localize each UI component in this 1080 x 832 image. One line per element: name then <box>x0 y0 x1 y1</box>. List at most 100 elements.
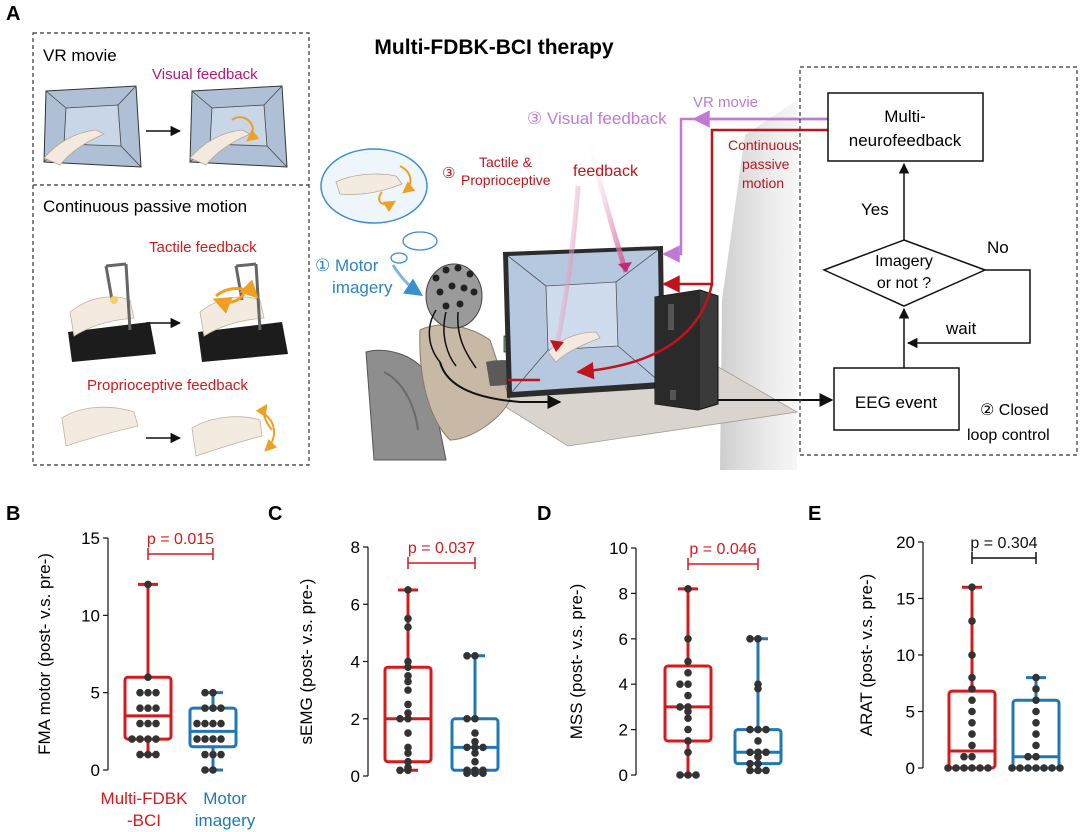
group-label-blue-line2: imagery <box>195 811 256 830</box>
data-point <box>404 729 412 737</box>
therapy-scene <box>320 100 834 470</box>
vr-screen-after <box>189 85 288 168</box>
data-point <box>209 735 217 743</box>
scene-motor-line2: imagery <box>332 278 393 297</box>
data-point <box>128 735 136 743</box>
data-point <box>404 763 412 772</box>
group-label-blue-line1: Motor <box>203 789 247 808</box>
data-point <box>404 714 412 723</box>
y-tick-label: 5 <box>906 703 915 722</box>
imagery-decision-diamond <box>822 239 987 307</box>
y-tick-label: 2 <box>619 721 628 740</box>
y-axis-label: ARAT (post- v.s. pre-) <box>857 574 876 736</box>
data-point <box>684 657 692 666</box>
data-point <box>209 766 217 774</box>
data-point <box>136 750 144 759</box>
data-point <box>1032 730 1040 738</box>
multi-neurofeedback-box <box>827 92 984 162</box>
data-point <box>217 750 225 759</box>
data-point <box>684 703 692 711</box>
data-point <box>404 657 412 666</box>
data-point <box>762 748 770 757</box>
box-series-multi-fdbk-bci <box>663 585 713 779</box>
data-point <box>201 688 209 697</box>
box-series-multi-fdbk-bci <box>123 580 173 759</box>
data-point <box>404 757 412 766</box>
data-point <box>136 688 144 697</box>
data-point <box>152 688 160 697</box>
box-series-multi-fdbk-bci <box>383 586 433 775</box>
data-point <box>754 635 762 643</box>
y-tick-label: 2 <box>351 710 360 729</box>
diamond-line1: Imagery <box>875 253 933 270</box>
data-point <box>404 709 412 717</box>
data-point <box>463 743 471 752</box>
data-point <box>1032 707 1040 716</box>
data-point <box>471 714 479 723</box>
data-point <box>209 688 217 697</box>
data-point <box>136 735 144 743</box>
visual-feedback-label: Visual feedback <box>152 66 258 83</box>
data-point <box>1032 685 1040 693</box>
panel-label-b: B <box>6 503 20 525</box>
y-tick-label: 0 <box>906 759 915 778</box>
data-point <box>471 651 479 660</box>
data-point <box>144 704 152 712</box>
data-point <box>144 580 152 589</box>
data-point <box>396 714 404 723</box>
data-point <box>471 749 479 757</box>
data-point <box>754 766 762 775</box>
data-point <box>1032 673 1040 682</box>
data-point <box>746 748 754 757</box>
data-point <box>209 719 217 728</box>
closed-loop-line2: loop control <box>967 427 1050 444</box>
data-point <box>1040 764 1048 772</box>
group-label-red-line2: -BCI <box>127 811 161 830</box>
data-point <box>960 752 968 761</box>
data-point <box>144 673 152 681</box>
data-point <box>684 635 692 643</box>
y-tick-label: 0 <box>619 766 628 785</box>
scene-cpm-line2: passive <box>742 156 790 172</box>
arm-after <box>191 404 278 457</box>
data-point <box>217 735 225 743</box>
data-point <box>471 729 479 737</box>
data-point <box>746 635 754 643</box>
data-point <box>960 764 968 772</box>
y-tick-label: 10 <box>609 539 628 558</box>
data-point <box>144 719 152 728</box>
diamond-line2: or not ? <box>877 275 931 292</box>
y-tick-label: 4 <box>619 675 628 694</box>
arm-before <box>61 406 139 447</box>
data-point <box>762 725 770 734</box>
proprio-feedback-label: Proprioceptive feedback <box>87 377 248 394</box>
data-point <box>152 704 160 712</box>
y-tick-label: 5 <box>91 684 100 703</box>
scene-vr-movie: VR movie <box>693 94 758 111</box>
data-point <box>984 764 992 772</box>
y-axis-label: FMA motor (post- v.s. pre-) <box>35 553 54 755</box>
y-axis-label: MSS (post- v.s. pre-) <box>567 584 586 740</box>
data-point <box>136 704 144 712</box>
scene-motor-line1: ① Motor <box>315 256 379 275</box>
cpm-device-after <box>198 262 288 362</box>
data-point <box>396 766 404 775</box>
data-point <box>684 771 692 779</box>
y-tick-label: 0 <box>351 767 360 786</box>
data-point <box>152 719 160 728</box>
box-series-motor-imagery <box>188 688 238 774</box>
data-point <box>968 583 976 591</box>
data-point <box>144 750 152 759</box>
data-point <box>201 735 209 743</box>
data-point <box>746 759 754 768</box>
scene-cpm-line3: motion <box>742 175 784 191</box>
data-point <box>1024 764 1032 772</box>
y-tick-label: 20 <box>896 533 915 552</box>
data-point <box>471 737 479 746</box>
data-point <box>1008 764 1016 772</box>
